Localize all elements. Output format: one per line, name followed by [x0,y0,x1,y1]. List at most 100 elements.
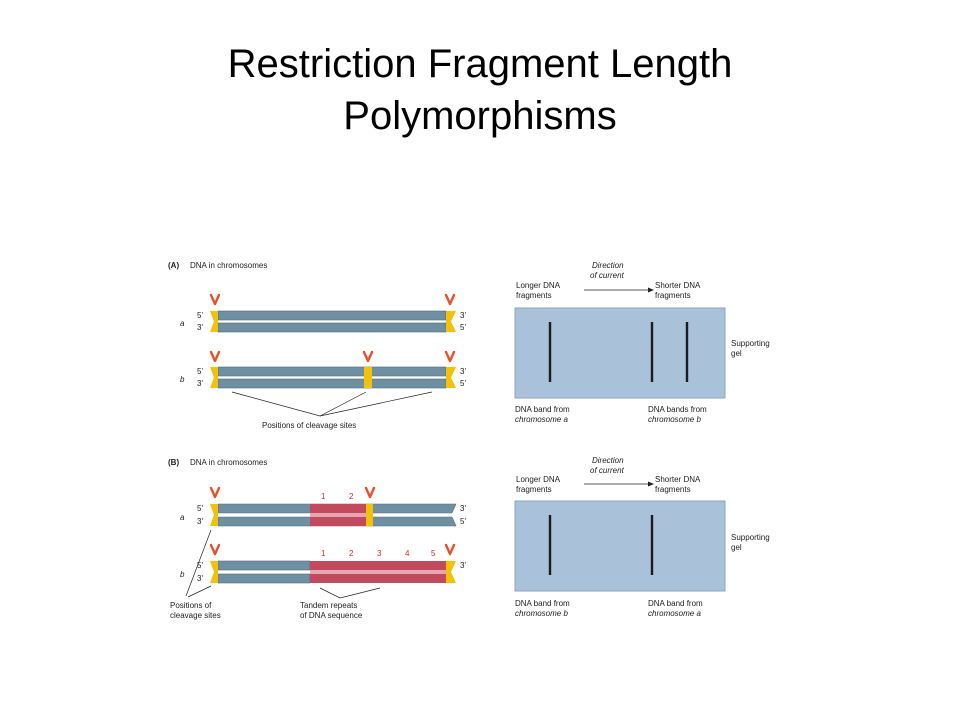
panel-b-row-b-repeat-2-mid [338,570,366,574]
panel-b-cleavage-pointer-2 [187,585,212,598]
panel-b-gel-shorter-1: Shorter DNA [655,475,701,484]
panel-b-row-b-right-3: 3' [460,561,466,570]
panel-b-row-b-left-enzyme-icon [209,543,221,556]
panel-b-cleavage-label-1: Positions of [170,601,212,610]
panel-a-cleavage-pointer [231,391,367,417]
panel-b-row-a-repeat-1-mid [310,513,338,517]
panel-b-gel-direction-2: of current [590,466,625,475]
panel-a-chromosomes: (A) DNA in chromosomes a 5' 3' 3' 5' b 5… [168,261,466,430]
panel-a-row-a-right-enzyme-icon [444,293,456,306]
panel-b-gel-band-right-1: DNA band from [648,599,703,608]
panel-a-row-b-right-3: 3' [460,367,466,376]
panel-a-row-a-left-enzyme-icon [209,293,221,306]
panel-a-gel-longer-1: Longer DNA [516,281,561,290]
panel-b-row-b-repeat-1-mid [310,570,338,574]
panel-a-gel-band-left-1: DNA band from [515,405,570,414]
panel-b-gel-slab [514,500,726,592]
panel-a-gel-shorter-1: Shorter DNA [655,281,701,290]
panel-a-row-b-middle-enzyme-icon [362,350,374,363]
panel-a-gel-slab [514,307,726,399]
panel-a-letter: (A) [168,261,179,270]
panel-a-row-b-strand-top [217,366,447,377]
panel-a-row-b-middle-site [364,367,372,388]
panel-b-row-b-label: b [180,570,185,579]
panel-b-gel-support-1: Supporting [731,533,770,542]
panel-a-row-b-right-5: 5' [460,379,466,388]
panel-b-gel-longer-1: Longer DNA [516,475,561,484]
panel-a-gel-band-right-1: DNA bands from [648,405,707,414]
panel-b-row-b-right-site [446,561,456,583]
panel-b-row-b-repeat-3-mid [366,570,394,574]
panel-b-tandem-pointer [319,587,381,599]
panel-a-row-b-left-3: 3' [197,379,203,388]
panel-a-row-b-right-site [446,367,456,388]
panel-b-row-b-right-enzyme-icon [444,543,456,556]
panel-b-row-a-right-site [366,504,373,526]
panel-a-row-a-left-3: 3' [197,323,203,332]
panel-a-cleavage-caption: Positions of cleavage sites [262,421,356,430]
panel-b-row-b-repeat-number-5: 5 [431,549,436,558]
panel-b-row-a-repeat-2-mid [338,513,366,517]
panel-a-gel-shorter-2: fragments [655,291,691,300]
panel-b-heading: DNA in chromosomes [190,458,267,467]
panel-a-gel-band-right-2: chromosome b [648,415,701,424]
panel-b-cleavage-label-2: cleavage sites [170,611,221,620]
panel-a-gel-longer-2: fragments [516,291,552,300]
panel-b-gel-band-left-2: chromosome b [515,609,568,618]
panel-b-cleavage-pointer-1 [185,529,212,597]
panel-a-gel: Direction of current Longer DNA fragment… [514,261,770,424]
panel-b-gel-band-left-1: DNA band from [515,599,570,608]
panel-b-gel-arrowhead-icon [648,481,654,487]
panel-a-gel-band-left-2: chromosome a [515,415,568,424]
panel-b-row-b-repeat-number-4: 4 [405,549,410,558]
slide-title-line-2: Polymorphisms [343,94,617,138]
panel-b-row-a-left-enzyme-icon [209,486,221,499]
panel-b-row-b-repeat-number-3: 3 [377,549,382,558]
panel-b-gel-band-right-2: chromosome a [648,609,701,618]
panel-a-row-a-strand-bottom [217,322,447,333]
panel-b-row-a-right-enzyme-icon [364,486,376,499]
panel-b-row-b-tandem-repeats [310,561,446,583]
panel-b-row-a-tandem-repeats [310,504,366,526]
panel-a-row-b-strand-bottom [217,378,447,389]
panel-b-gel: Direction of current Longer DNA fragment… [514,456,770,618]
panel-b-row-b-repeat-4-mid [394,570,422,574]
panel-a-gel-arrowhead-icon [648,287,654,293]
panel-b-row-a-label: a [180,513,185,522]
panel-a-row-a-left-5: 5' [197,311,203,320]
panel-b-row-a-repeat-number-1: 1 [321,492,326,501]
panel-a-gel-support-1: Supporting [731,339,770,348]
panel-a-row-b-left-enzyme-icon [209,350,221,363]
panel-a-row-a-right-site [446,311,456,332]
panel-b-gel-longer-2: fragments [516,485,552,494]
panel-b-tandem-label-2: of DNA sequence [300,611,363,620]
panel-a-row-b-left-site [210,367,218,388]
panel-a-row-b-left-5: 5' [197,367,203,376]
panel-b-row-b-left-3: 3' [197,574,203,583]
panel-b-chromosomes: (B) DNA in chromosomes a 5' 3' 1 2 3' 5'… [168,458,466,620]
panel-a-row-a-label: a [180,319,185,328]
panel-b-row-b-strand-top-left [217,560,311,571]
panel-b-row-a-right-3: 3' [460,504,466,513]
panel-b-gel-support-2: gel [731,543,742,552]
panel-b-row-b-repeat-number-2: 2 [349,549,354,558]
panel-b-row-b-repeat-number-1: 1 [321,549,326,558]
panel-a-cleavage-pointer-right [319,391,433,417]
panel-b-row-a-left-site [210,504,218,526]
panel-a-row-b-right-enzyme-icon [444,350,456,363]
panel-a-gel-support-2: gel [731,349,742,358]
panel-b-row-b-left-site [210,561,218,583]
panel-b-row-b-left-5: 5' [197,561,203,570]
panel-b-row-a-right-5: 5' [460,517,466,526]
panel-b-tandem-label-1: Tandem repeats [300,601,357,610]
panel-a-row-a-left-site [210,311,218,332]
panel-b-row-b-repeat-5-mid [422,570,446,574]
panel-a-row-a-right-5: 5' [460,323,466,332]
panel-a-gel-direction-2: of current [590,271,625,280]
panel-b-row-a-left-5: 5' [197,504,203,513]
panel-b-row-b-strand-bottom-left [217,573,311,584]
panel-a-row-b-label: b [180,375,185,384]
panel-a-gel-direction-1: Direction [592,261,624,270]
panel-b-row-a-repeat-number-2: 2 [349,492,354,501]
